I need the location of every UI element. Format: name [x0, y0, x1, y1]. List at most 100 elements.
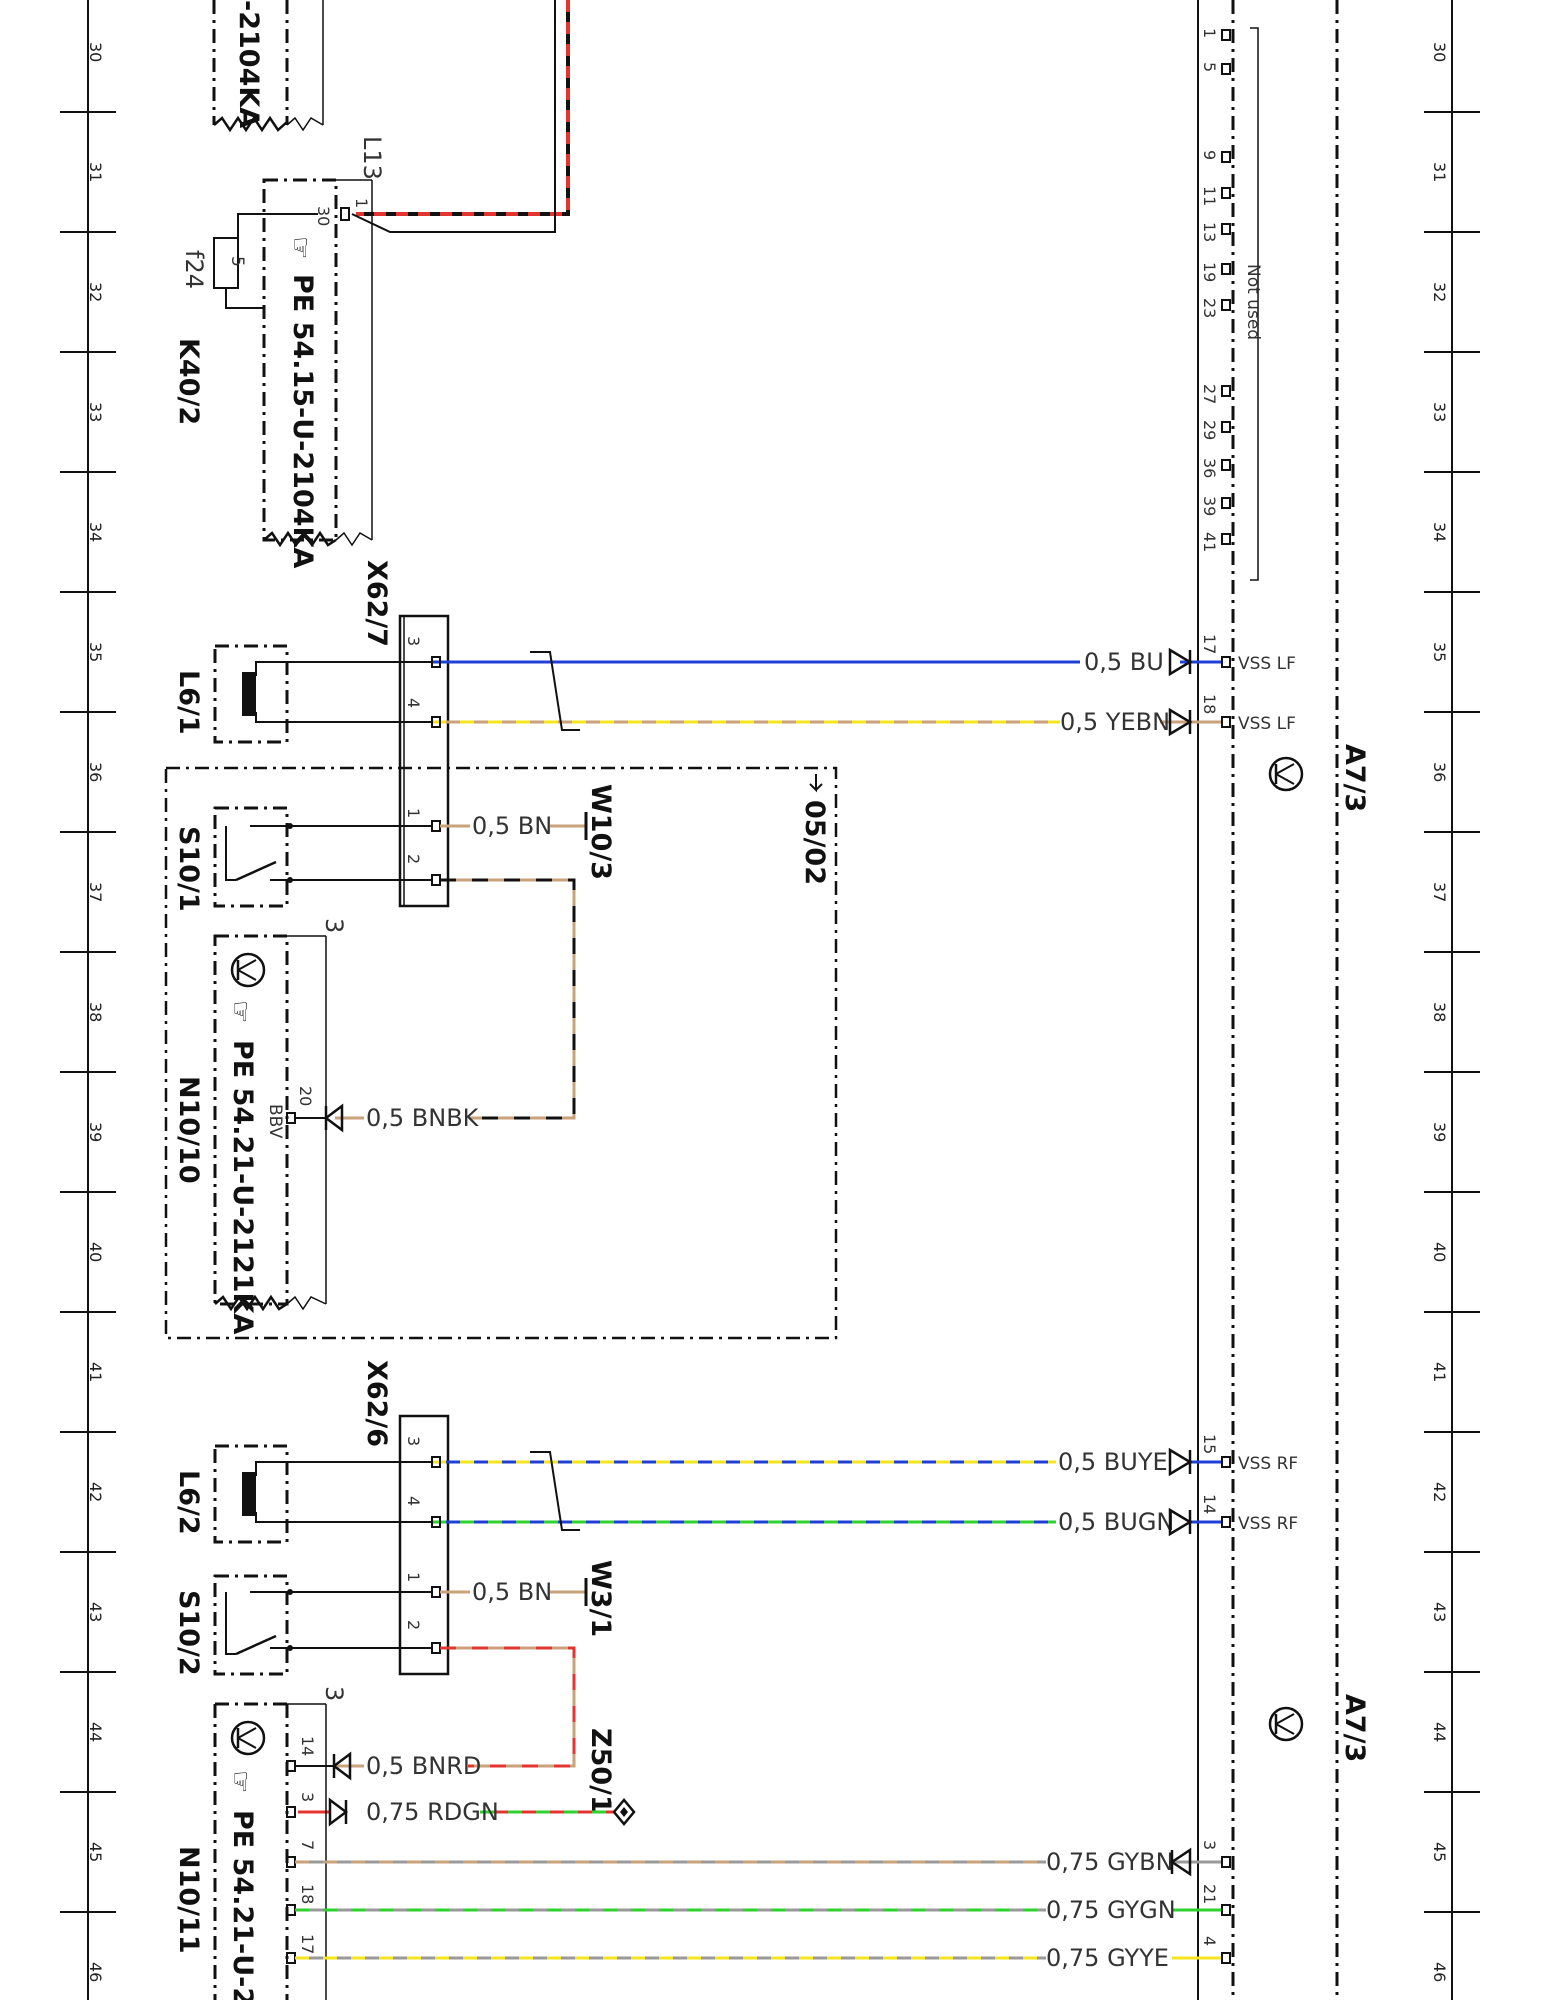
a7-3-module-outline [1197, 0, 1339, 2000]
x626-pin-3: 3 [404, 1436, 423, 1446]
ruler-row-number: 30 [86, 42, 105, 62]
ruler-row-number: 42 [1430, 1482, 1449, 1502]
pin-terminal [1221, 533, 1231, 545]
ruler-row-number: 46 [86, 1962, 105, 1982]
x627-pin-3: 3 [404, 636, 423, 646]
wire-bnbk: 0,5 BNBK [323, 878, 576, 1133]
transistor-icon [230, 952, 266, 988]
a73-pin-4: 4 [1200, 1936, 1219, 1946]
pin-terminal [1221, 151, 1231, 163]
wire-bu-label: 0,5 BU [1084, 648, 1164, 676]
x62-6-label: X62/6 [361, 1360, 392, 1447]
a73-input-arrows-lf: 17 18 VSS LF VSS LF [1168, 634, 1296, 737]
optional-equipment-boundary: 05/02 [164, 766, 838, 1340]
k40-2-part-label: PE 54.15-U-2104KA [287, 274, 318, 568]
x626-pin-4: 4 [404, 1496, 423, 1506]
ruler-row-number: 34 [1430, 522, 1449, 542]
ruler-row-number: 37 [86, 882, 105, 902]
a73-pin-18: 18 [1200, 694, 1219, 714]
wire-gygn-label: 0,75 GYGN [1046, 1896, 1176, 1924]
x627-pin-4: 4 [404, 698, 423, 708]
signal-vss-rf-a: VSS RF [1238, 1454, 1298, 1474]
fuse-rating: 5 [227, 256, 247, 267]
n1011-pin-3: 3 [298, 1792, 317, 1802]
ruler-row-number: 38 [1430, 1002, 1449, 1022]
signal-vss-lf-a: VSS LF [1238, 654, 1296, 674]
n10-10-part-label: PE 54.21-U-2121KA [227, 1040, 258, 1334]
ruler-row-number: 32 [1430, 282, 1449, 302]
ruler-row-number: 43 [86, 1602, 105, 1622]
n10-10-pin20: 20 [296, 1086, 315, 1106]
not-used-pin-number: 11 [1200, 186, 1219, 206]
not-used-pin-number: 9 [1200, 150, 1219, 160]
signal-vss-rf-b: VSS RF [1238, 1514, 1298, 1534]
l13-label: L13 [358, 136, 386, 180]
not-used-pin-number: 39 [1200, 496, 1219, 516]
k40-pin-30: 30 [314, 206, 333, 226]
splice-point [612, 1798, 636, 1826]
wire-gyye: 0,75 GYYE 4 [295, 1936, 1231, 1972]
ruler-row-number: 32 [86, 282, 105, 302]
ruler-row-number: 39 [86, 1122, 105, 1142]
wire-bn2-label: 0,5 BN [472, 1578, 552, 1606]
ruler-row-number: 36 [86, 762, 105, 782]
ruler-row-number: 30 [1430, 42, 1449, 62]
ruler-row-number: 44 [1430, 1722, 1449, 1742]
k40-pin-1: 1 [352, 198, 371, 208]
l6-2-label: L6/2 [173, 1470, 204, 1535]
n10-10-module: 3 ☞ PE 54.21-U-2121KA 20 BBV N10/10 [173, 918, 348, 1334]
n1011-pin-17: 17 [298, 1934, 317, 1954]
a73-input-arrows-rf: 15 14 VSS RF VSS RF [1168, 1434, 1298, 1537]
wire-buye-label: 0,5 BUYE [1058, 1448, 1168, 1476]
pin-terminal [431, 874, 441, 886]
wire-gyye-label: 0,75 GYYE [1046, 1944, 1169, 1972]
wire-l62-buye [290, 1456, 1222, 1468]
a73-pin-3: 3 [1200, 1840, 1219, 1850]
wire-bnrd-label: 0,5 BNRD [366, 1752, 481, 1780]
pin-terminal [1221, 497, 1231, 509]
l6-1-label: L6/1 [173, 670, 204, 735]
ruler-row-number: 41 [86, 1362, 105, 1382]
w3-1-label: W3/1 [585, 1560, 616, 1637]
wire-bn1-label: 0,5 BN [472, 812, 552, 840]
wire-l61-bu [290, 656, 1222, 668]
ruler-row-number: 36 [1430, 762, 1449, 782]
n1011-pin-14: 14 [298, 1736, 317, 1756]
not-used-pin-number: 23 [1200, 298, 1219, 318]
x627-pin-1: 1 [404, 808, 423, 818]
wire-gybn: 0,75 GYBN 3 [295, 1840, 1231, 1877]
ruler-row-number: 35 [86, 642, 105, 662]
s10-1-switch: S10/1 [173, 806, 293, 912]
top-module-partial: -2104KA [212, 0, 324, 133]
n10-11-label: N10/11 [173, 1846, 204, 1954]
signal-vss-lf-b: VSS LF [1238, 714, 1296, 734]
not-used-pin-number: 29 [1200, 420, 1219, 440]
transistor-icon [1268, 1706, 1304, 1742]
x626-pin-1: 1 [404, 1572, 423, 1582]
ruler-row-number: 43 [1430, 1602, 1449, 1622]
pin-terminal [1221, 223, 1231, 235]
pin-terminal [1221, 263, 1231, 275]
pin-terminal [1221, 29, 1231, 41]
x62-6-connector: X62/6 3 4 1 2 [361, 1360, 450, 1676]
wire-yebn-label: 0,5 YEBN [1060, 708, 1170, 736]
ruler-row-number: 35 [1430, 642, 1449, 662]
not-used-pin-number: 27 [1200, 384, 1219, 404]
wire-bnbk-label: 0,5 BNBK [366, 1104, 480, 1132]
a7-3-upper-label: A7/3 [1339, 744, 1370, 812]
f24-label: f24 [180, 250, 208, 289]
wire-rd-bk-top [351, 0, 570, 233]
n10-10-bbv: BBV [265, 1104, 285, 1139]
not-used-pin-number: 13 [1200, 222, 1219, 242]
a73-pin-21: 21 [1200, 1884, 1219, 1904]
ruler-row-number: 40 [86, 1242, 105, 1262]
twisted-pair-mark-1 [530, 651, 580, 731]
x627-pin-2: 2 [404, 854, 423, 864]
wire-rdgn: 0,75 RDGN [298, 1797, 636, 1827]
not-used-pin-number: 5 [1200, 62, 1219, 72]
pin-terminal [1221, 63, 1231, 75]
not-used-pin-number: 41 [1200, 532, 1219, 552]
transistor-icon [1268, 756, 1304, 792]
